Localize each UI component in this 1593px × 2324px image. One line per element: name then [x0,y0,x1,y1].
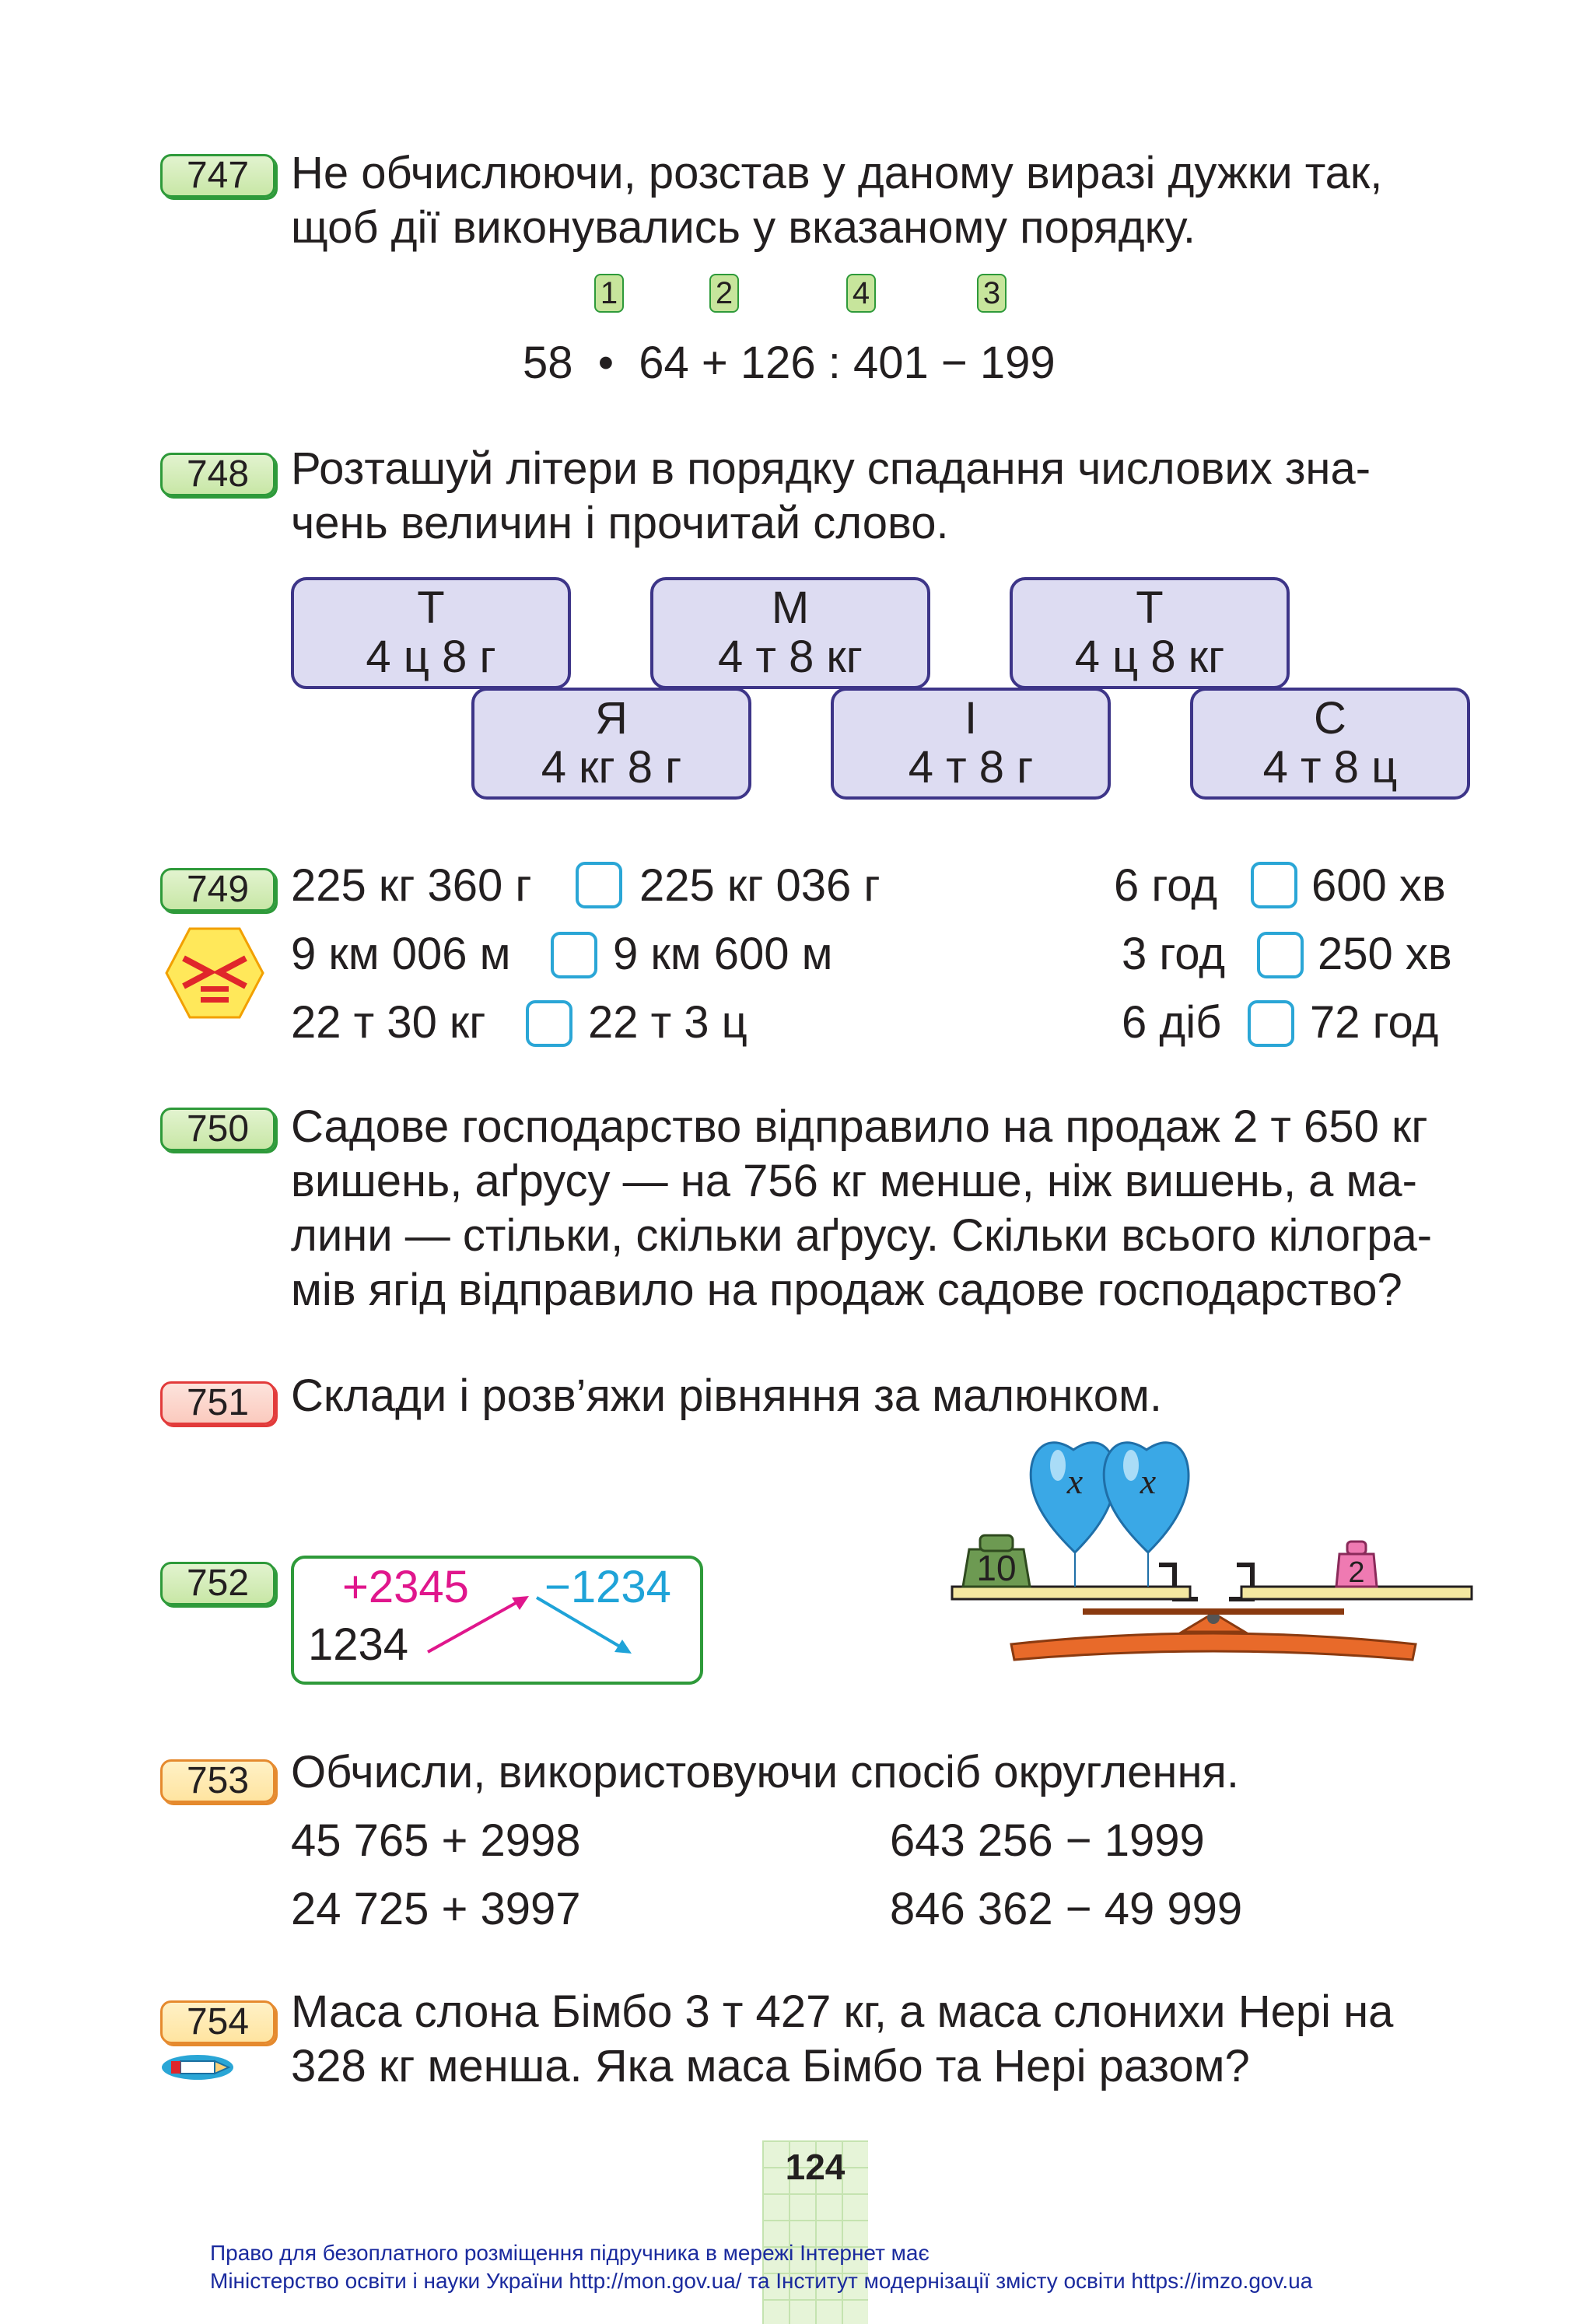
card-value: 4 ц 8 кг [1074,632,1225,682]
letter-card-4: Я 4 кг 8 г [471,688,751,800]
flow-arrows [427,1596,632,1654]
ex749-r1-left: 225 кг 360 г [291,860,532,911]
footer-line1: Право для безоплатного розміщення підруч… [210,2241,930,2265]
exercise-number-751: 751 [160,1381,275,1425]
compare-box[interactable] [1257,932,1304,978]
exercise-number-747: 747 [160,154,275,198]
compare-box[interactable] [576,862,622,908]
card-letter: М [771,583,810,633]
exercise-number-754: 754 [160,2000,275,2044]
ex747-text-line1: Не обчислюючи, розстав у даному виразі д… [291,148,1383,198]
ex749-r3-right: 22 т 3 ц [588,997,747,1048]
ex750-line4: мів ягід відправило на продаж садове гос… [291,1265,1402,1315]
card-value: 4 кг 8 г [541,742,682,793]
card-value: 4 т 8 г [908,742,1034,793]
ex752-start: 1234 [308,1619,409,1670]
balloon-x-label: x [1066,1461,1084,1501]
letter-card-1: Т 4 ц 8 г [291,577,571,689]
ex749-r2-left: 9 км 006 м [291,929,511,979]
ex749-r1-right2: 600 хв [1311,860,1446,911]
page-grid-strip [762,2140,868,2324]
card-letter: Я [595,693,628,744]
ex750-line2: вишень, аґрусу — на 756 кг менше, ніж ви… [291,1156,1417,1206]
ex750-line1: Садове господарство відправило на продаж… [291,1101,1428,1152]
weight-10-label: 10 [976,1548,1016,1588]
compare-box[interactable] [1248,1000,1294,1047]
ex749-r1-left2: 6 год [1114,860,1218,911]
ex748-text-line2: чень величин і прочитай слово. [291,498,949,548]
arrow-up-head-icon [512,1596,529,1610]
compare-box[interactable] [551,932,597,978]
ex752-op1: +2345 [342,1562,469,1612]
exercise-number-752: 752 [160,1562,275,1605]
ex749-r2-left2: 3 год [1122,929,1226,979]
order-mark-3: 3 [977,274,1007,313]
ex753-item-2: 643 256 − 1999 [890,1815,1205,1866]
ex753-item-1: 45 765 + 2998 [291,1815,581,1866]
exercise-number-749: 749 [160,868,275,912]
exercise-number-750: 750 [160,1108,275,1151]
ex748-text-line1: Розташуй літери в порядку спадання число… [291,443,1371,494]
letter-card-3: Т 4 ц 8 кг [1010,577,1290,689]
card-value: 4 ц 8 г [366,632,496,682]
letter-card-5: І 4 т 8 г [831,688,1111,800]
card-letter: Т [417,583,445,633]
ex754-text-line1: Маса слона Бімбо 3 т 427 кг, а маса слон… [291,1986,1394,2037]
card-letter: С [1314,693,1346,744]
card-letter: Т [1136,583,1164,633]
letter-card-6: С 4 т 8 ц [1190,688,1470,800]
card-letter: І [964,693,978,744]
order-mark-2: 2 [709,274,739,313]
ex749-r3-left2: 6 діб [1122,997,1222,1048]
balloon-x-label: x [1140,1461,1157,1501]
ex747-text-line2: щоб дії виконувались у вказаному порядку… [291,202,1196,253]
card-value: 4 т 8 кг [718,632,863,682]
ex752-op2: −1234 [544,1562,671,1612]
footer-line2: Міністерство освіти і науки України http… [210,2269,1313,2293]
ex753-text: Обчисли, використовуючи спосіб округленн… [291,1747,1239,1797]
ex754-text-line2: 328 кг менша. Яка маса Бімбо та Нері раз… [291,2041,1250,2091]
pencil-icon [162,2055,233,2080]
compare-box[interactable] [526,1000,572,1047]
balance-scale-illustration: 10 x x 2 [951,1441,1473,1661]
compare-signs-icon [165,927,264,1019]
arrow-down-head-icon [614,1640,632,1654]
ex753-item-3: 24 725 + 3997 [291,1884,581,1934]
weight-2-label: 2 [1348,1556,1364,1589]
exercise-number-753: 753 [160,1759,275,1803]
ex749-r3-left: 22 т 30 кг [291,997,486,1048]
page-number: 124 [785,2147,846,2187]
letter-card-2: М 4 т 8 кг [650,577,930,689]
ex751-text: Склади і розв’яжи рівняння за малюнком. [291,1370,1162,1421]
ex749-r2-right: 9 км 600 м [613,929,833,979]
arrow-down-icon [535,1596,625,1650]
exercise-number-748: 748 [160,453,275,496]
compare-box[interactable] [1251,862,1297,908]
ex750-line3: лини — стільки, скільки аґрусу. Скільки … [291,1210,1433,1261]
ex747-expression: 58 • 64 + 126 : 401 − 199 [523,338,1056,388]
ex749-r3-right2: 72 год [1310,997,1439,1048]
arrow-up-icon [427,1598,523,1654]
card-value: 4 т 8 ц [1262,742,1398,793]
ex752-flow-box [291,1556,703,1685]
ex749-r1-right: 225 кг 036 г [639,860,881,911]
ex749-r2-right2: 250 хв [1318,929,1452,979]
ex753-item-4: 846 362 − 49 999 [890,1884,1243,1934]
order-mark-4: 4 [846,274,876,313]
order-mark-1: 1 [594,274,624,313]
